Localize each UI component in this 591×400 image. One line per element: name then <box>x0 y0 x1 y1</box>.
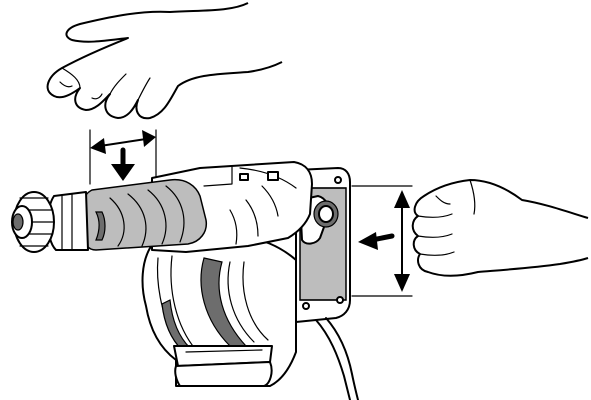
rear-hand-icon <box>413 180 588 276</box>
arrow-down-icon <box>111 164 135 181</box>
arrow-up-icon <box>394 190 410 208</box>
arrow-left-icon <box>90 138 106 154</box>
arrow-left-icon-2 <box>358 232 378 250</box>
front-grip-arrows <box>90 130 156 184</box>
rotary-hammer-drill <box>12 162 350 386</box>
upper-hand-icon <box>48 3 282 118</box>
power-cord-icon <box>316 318 358 400</box>
arrow-right-icon <box>142 130 156 147</box>
arrow-down-icon-2 <box>394 274 410 292</box>
rear-handle-arrows <box>352 186 412 296</box>
